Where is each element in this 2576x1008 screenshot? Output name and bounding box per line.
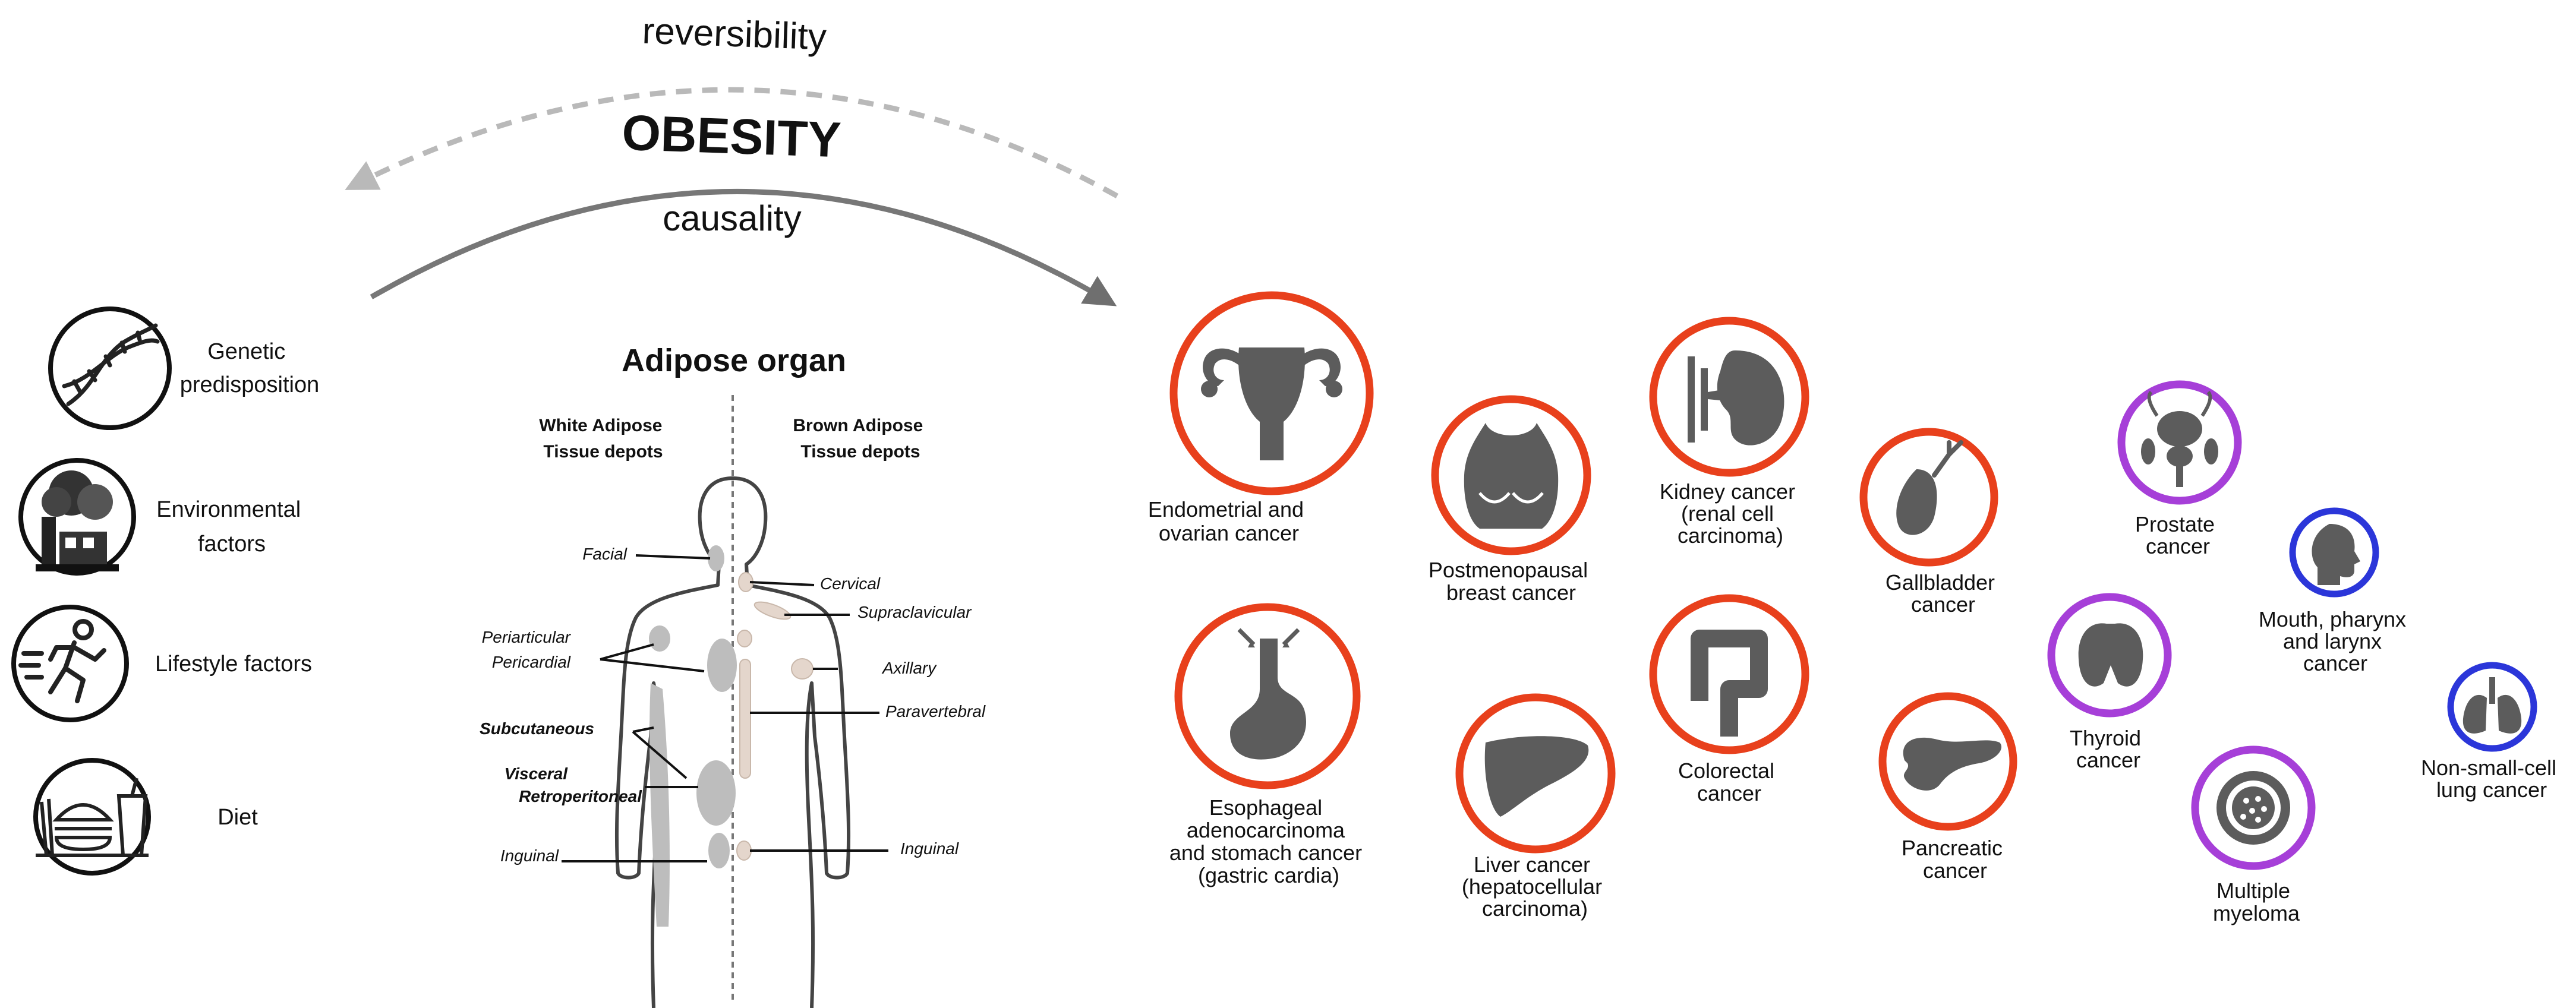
stomach-icon [1230,628,1306,760]
svg-text:Cervical: Cervical [820,574,881,593]
cancer-prostate: Prostate cancer [2117,380,2242,558]
obesity-title: OBESITY [621,105,842,168]
reversibility-arrow [345,87,1119,198]
svg-text:Visceral: Visceral [505,764,569,783]
myeloma-cell-icon [2216,771,2290,845]
risk-factor-label: Environmental factors [156,497,307,557]
risk-factor-lifestyle: Lifestyle factors [11,605,312,722]
cancer-label: Colorectal cancer [1678,759,1780,805]
cancer-nsclc: Non-small-cell lung cancer [2421,662,2562,802]
cancer-postmenopausal-breast: Postmenopausal breast cancer [1429,395,1594,605]
cancer-gallbladder: Gallbladder cancer [1859,428,2001,617]
cancer-label: Postmenopausal breast cancer [1429,558,1594,605]
svg-text:Subcutaneous: Subcutaneous [480,719,594,738]
thyroid-icon [2078,623,2143,687]
adipose-organ: Adipose organ White Adipose Tissue depot… [480,343,986,1008]
cancer-label: Multiple myeloma [2213,879,2300,925]
svg-text:Facial: Facial [582,545,627,563]
cancer-pancreatic: Pancreatic cancer [1878,692,2017,883]
cancer-label: Thyroid cancer [2070,726,2147,772]
cancer-esophageal-stomach: Esophageal adenocarcinoma and stomach ca… [1169,603,1368,887]
causality-label: causality [663,198,801,238]
svg-text:Retroperitoneal: Retroperitoneal [519,787,642,805]
reversibility-label: reversibility [642,11,827,58]
header: reversibility OBESITY causality [345,11,1119,306]
cancer-label: Endometrial and ovarian cancer [1148,497,1310,545]
dna-icon [62,323,160,406]
risk-factor-label: Diet [217,805,258,830]
cancer-multiple-myeloma: Multiple myeloma [2191,745,2316,925]
cancer-label: Pancreatic cancer [1902,836,2009,883]
cancer-label: Mouth, pharynx and larynx cancer [2259,607,2412,675]
svg-text:Axillary: Axillary [881,659,937,677]
risk-factors: Genetic predisposition Environmental fac… [11,306,319,876]
cancers: Endometrial and ovarian cancer Esophagea… [1148,291,2562,925]
risk-factor-label: Lifestyle factors [155,652,312,677]
kidney-icon [1688,350,1784,445]
cancer-label: Gallbladder cancer [1886,570,2001,617]
svg-text:Inguinal: Inguinal [900,839,959,858]
causality-arrow [370,189,1117,306]
cancer-label: Non-small-cell lung cancer [2421,756,2562,802]
brown-adipose-depots [736,572,814,861]
white-adipose-depots [649,545,737,927]
fast-food-icon [36,778,149,857]
lungs-icon [2463,677,2522,734]
cancer-liver: Liver cancer (hepatocellular carcinoma) [1455,693,1616,921]
prostate-icon [2141,390,2218,487]
risk-factor-label: Genetic predisposition [180,339,319,397]
cancer-colorectal: Colorectal cancer [1649,594,1809,805]
runner-icon [18,619,106,703]
risk-factor-genetic: Genetic predisposition [48,306,319,430]
white-adipose-heading: White Adipose Tissue depots [539,416,667,462]
white-labels [562,554,711,862]
brown-label-text: Cervical Supraclavicular Axillary Parave… [820,574,986,858]
cancer-label: Kidney cancer (renal cell carcinoma) [1660,479,1801,548]
svg-text:Pericardial: Pericardial [492,653,571,671]
cancer-label: Esophageal adenocarcinoma and stomach ca… [1169,795,1368,887]
svg-text:Paravertebral: Paravertebral [885,702,986,721]
white-label-text: Facial Periarticular Pericardial Subcuta… [480,545,642,865]
svg-text:Inguinal: Inguinal [500,846,559,865]
factory-icon [36,470,119,571]
cancer-thyroid: Thyroid cancer [2047,593,2172,772]
svg-text:Supraclavicular: Supraclavicular [857,603,972,621]
cancer-mouth-pharynx-larynx: Mouth, pharynx and larynx cancer [2259,507,2412,675]
risk-factor-environmental: Environmental factors [18,458,307,576]
cancer-kidney: Kidney cancer (renal cell carcinoma) [1649,317,1809,548]
adipose-title: Adipose organ [622,343,846,378]
colon-icon [1691,630,1768,737]
uterus-icon [1201,347,1342,460]
brown-labels [749,581,888,852]
cancer-label: Liver cancer (hepatocellular carcinoma) [1462,852,1608,921]
pancreas-icon [1903,737,2002,791]
gallbladder-icon [1896,440,1963,535]
cancer-endometrial-ovarian: Endometrial and ovarian cancer [1148,291,1374,545]
breast-icon [1464,423,1559,529]
brown-adipose-heading: Brown Adipose Tissue depots [793,416,928,462]
risk-factor-diet: Diet [33,758,258,876]
head-throat-icon [2312,524,2360,585]
svg-text:Periarticular: Periarticular [482,628,572,646]
liver-icon [1484,736,1589,817]
cancer-label: Prostate cancer [2135,512,2221,558]
